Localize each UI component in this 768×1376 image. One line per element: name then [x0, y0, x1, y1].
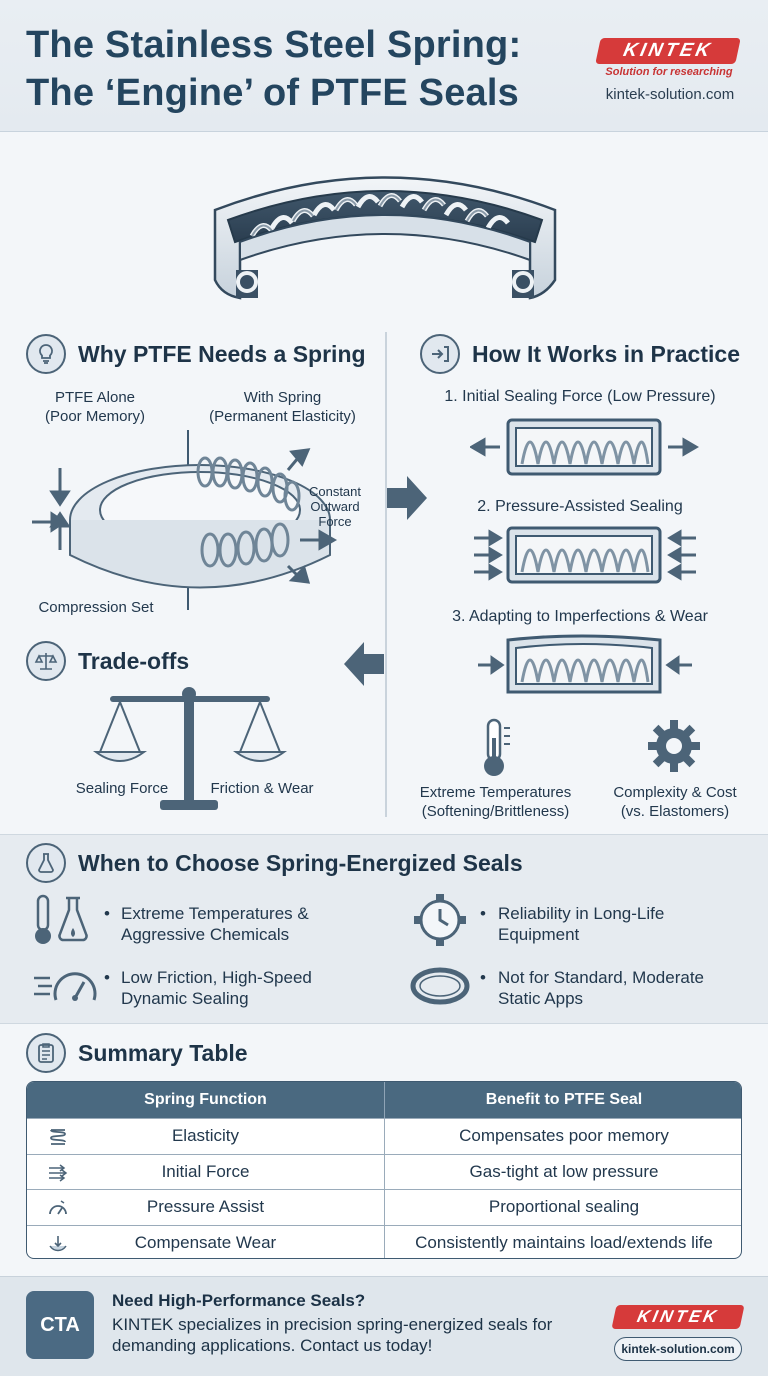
complexity-cost-label: Complexity & Cost: [613, 784, 737, 801]
summary-section-title: Summary Table: [78, 1040, 248, 1066]
login-arrow-icon: [420, 334, 460, 374]
arrow-left-icon: [344, 642, 384, 686]
scale-illustration: [92, 687, 288, 810]
ptfe-ring-comparison-diagram: [32, 430, 338, 610]
page-title-line-2: The ‘Engine’ of PTFE Seals: [26, 72, 519, 114]
function-text: Initial Force: [161, 1161, 250, 1181]
logo-tagline: Solution for researching: [605, 66, 733, 78]
step-3-spring-diagram: [478, 634, 692, 694]
when-item-4-line-1: Not for Standard, Moderate: [498, 968, 705, 987]
step-3-label: 3. Adapting to Imperfections & Wear: [452, 608, 708, 625]
step-1-label: 1. Initial Sealing Force (Low Pressure): [444, 388, 716, 405]
when-item-4-line-2: Static Apps: [498, 989, 584, 1008]
flask-icon: [26, 843, 66, 883]
table-cell-function: Initial Force: [27, 1154, 385, 1189]
with-spring-sublabel: (Permanent Elasticity): [209, 408, 356, 425]
clock-gear-icon: [414, 894, 466, 946]
table-header-row: Spring Function Benefit to PTFE Seal: [27, 1082, 741, 1118]
table-row: Compensate Wear Consistently maintains l…: [27, 1224, 741, 1258]
table-header-benefit: Benefit to PTFE Seal: [485, 1091, 643, 1108]
complexity-cost-sublabel: (vs. Elastomers): [620, 803, 730, 820]
table-row: Elasticity Compensates poor memory: [27, 1118, 741, 1154]
balance-scale-icon: [26, 641, 66, 681]
cta-badge[interactable]: CTA: [26, 1291, 94, 1359]
table-cell-benefit: Consistently maintains load/extends life: [415, 1232, 713, 1252]
step-2-label: 2. Pressure-Assisted Sealing: [477, 498, 683, 515]
thermometer-icon: [484, 718, 510, 776]
when-bullet-4: •: [480, 968, 486, 987]
when-bullet-1: •: [104, 904, 110, 923]
when-to-choose-band: [0, 834, 768, 1024]
table-cell-benefit: Compensates poor memory: [459, 1126, 669, 1146]
when-item-1-line-2: Aggressive Chemicals: [121, 925, 290, 944]
force-label-line-1: Constant: [308, 484, 362, 499]
extreme-temp-tradeoff-label: Extreme Temperatures: [419, 784, 572, 801]
when-item-1-line-1: Extreme Temperatures &: [121, 904, 309, 923]
table-cell-function: Elasticity: [27, 1119, 385, 1154]
ptfe-alone-sublabel: (Poor Memory): [44, 408, 145, 425]
cta-body-text: KINTEK specializes in precision spring-e…: [112, 1315, 553, 1355]
table-cell-benefit: Proportional sealing: [488, 1197, 640, 1217]
website-link[interactable]: kintek-solution.com: [605, 86, 735, 103]
arrow-right-icon: [387, 476, 427, 520]
cta-title: Need High-Performance Seals?: [112, 1291, 366, 1310]
with-spring-label: With Spring: [243, 389, 322, 406]
table-cell-function: Pressure Assist: [27, 1190, 385, 1225]
how-section-title: How It Works in Practice: [472, 341, 740, 367]
force-label-line-3: Force: [318, 514, 352, 529]
function-text: Elasticity: [171, 1126, 240, 1146]
when-bullet-2: •: [480, 904, 486, 923]
when-item-2-line-1: Reliability in Long-Life: [498, 904, 665, 923]
force-label-line-2: Outward: [310, 499, 360, 514]
function-text: Compensate Wear: [134, 1232, 277, 1252]
lightbulb-icon: [26, 334, 66, 374]
table-cell-function: Compensate Wear: [27, 1225, 385, 1258]
gauge-icon: [49, 1200, 67, 1215]
spring-icon: [50, 1129, 66, 1145]
step-2-spring-diagram: [474, 526, 696, 584]
website-pill-link[interactable]: kintek-solution.com: [614, 1337, 742, 1361]
table-header-function: Spring Function: [27, 1082, 385, 1118]
page-title-line-1: The Stainless Steel Spring:: [26, 24, 522, 66]
kintek-logo-footer[interactable]: KINTEK: [611, 1305, 745, 1329]
compression-set-label: Compression Set: [38, 599, 154, 616]
speedometer-icon: [34, 972, 97, 1001]
when-bullet-3: •: [104, 968, 110, 987]
when-item-3-line-2: Dynamic Sealing: [121, 989, 249, 1008]
summary-table: Spring Function Benefit to PTFE Seal Ela…: [26, 1081, 742, 1259]
header-banner: [0, 0, 768, 132]
spring-seal-illustration: [213, 176, 557, 300]
extreme-temp-tradeoff-sublabel: (Softening/Brittleness): [421, 803, 570, 820]
constant-force-label: Constant Outward Force: [300, 484, 370, 529]
when-item-2-line-2: Equipment: [498, 925, 580, 944]
sealing-force-label: Sealing Force: [75, 780, 169, 797]
tradeoffs-section-title: Trade-offs: [78, 648, 190, 674]
friction-wear-label: Friction & Wear: [210, 780, 314, 797]
clipboard-icon: [26, 1033, 66, 1073]
o-ring-icon: [410, 967, 470, 1005]
why-section-title: Why PTFE Needs a Spring: [78, 341, 366, 367]
gear-icon: [648, 720, 700, 772]
function-text: Pressure Assist: [146, 1197, 265, 1217]
table-cell-benefit: Gas-tight at low pressure: [469, 1161, 659, 1181]
table-row: Initial Force Gas-tight at low pressure: [27, 1153, 741, 1189]
force-arrows-icon: [49, 1163, 68, 1182]
column-divider: [385, 332, 387, 817]
step-1-spring-diagram: [470, 418, 699, 476]
wear-icon: [49, 1235, 67, 1251]
when-item-3-line-1: Low Friction, High-Speed: [121, 968, 312, 987]
ptfe-alone-label: PTFE Alone: [54, 389, 136, 406]
when-section-title: When to Choose Spring-Energized Seals: [78, 850, 523, 876]
table-row: Pressure Assist Proportional sealing: [27, 1189, 741, 1225]
kintek-logo[interactable]: KINTEK: [595, 38, 741, 64]
thermometer-flask-icon: [35, 894, 88, 944]
